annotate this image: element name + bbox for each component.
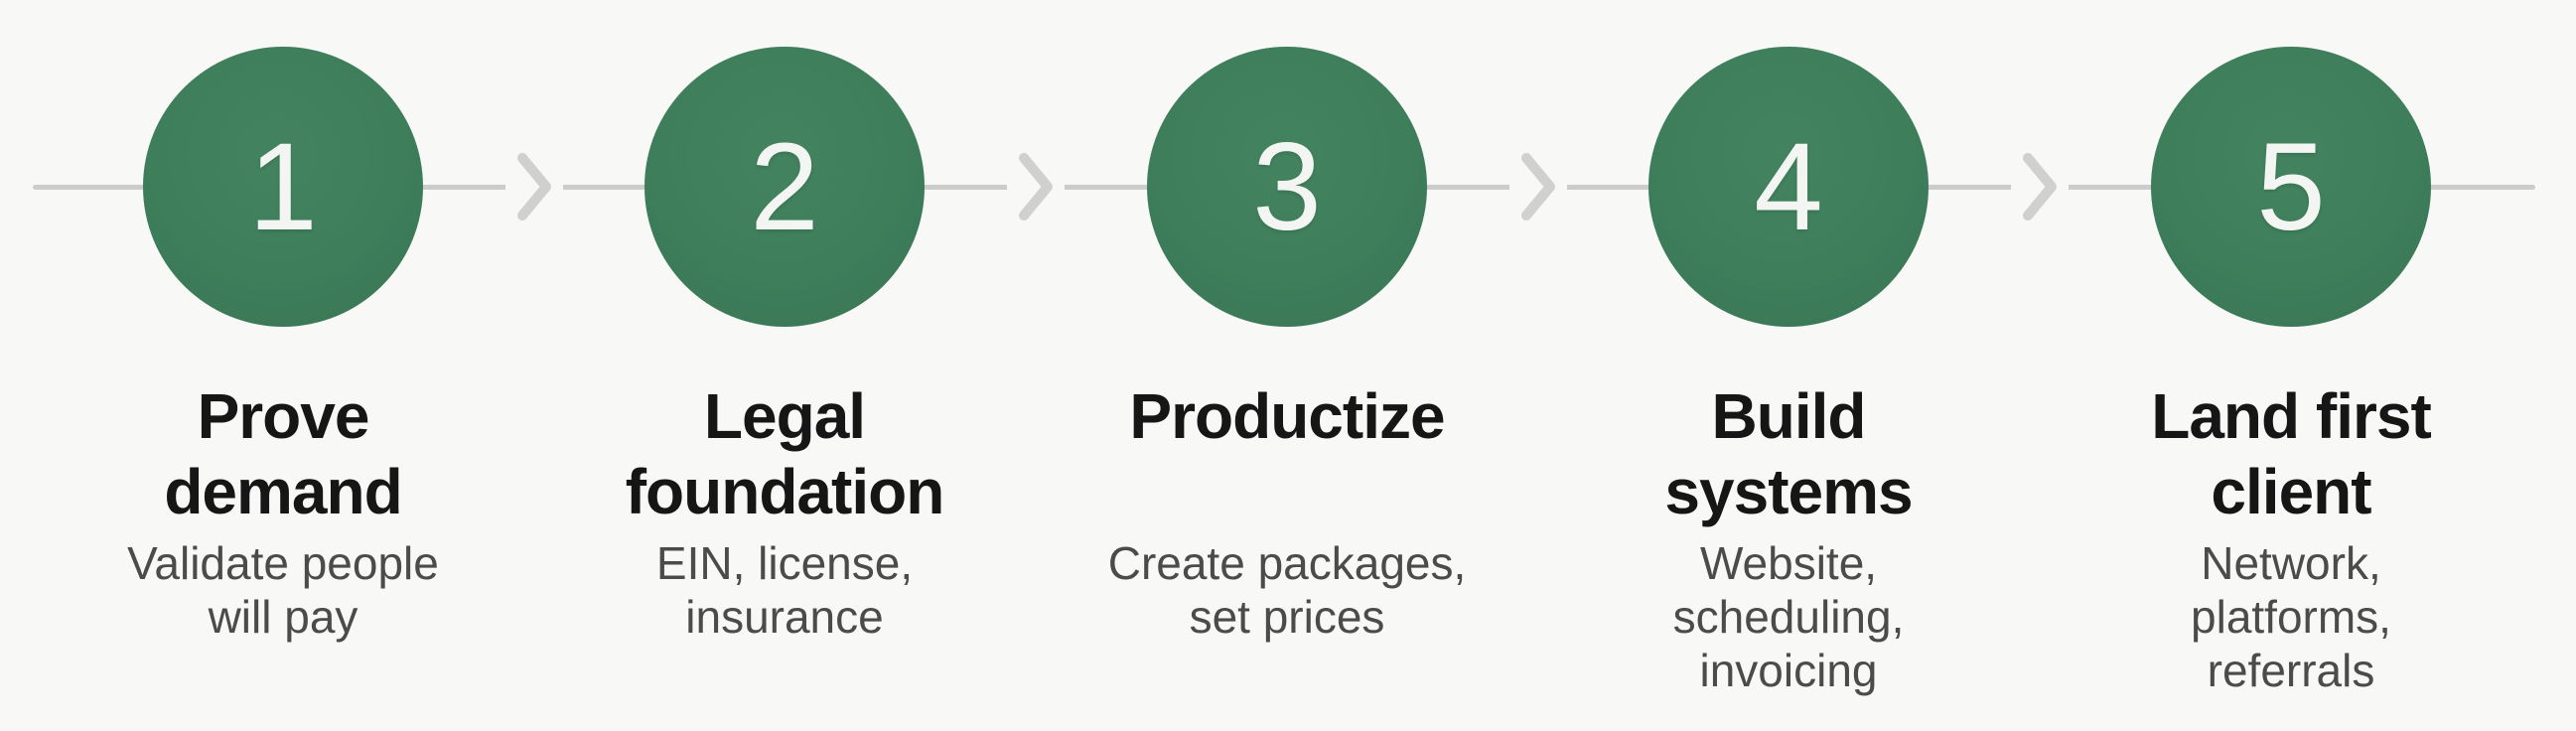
step-5-title: Land first client [2151, 380, 2432, 527]
step-4-circle: 4 [1648, 47, 1929, 327]
step-3-subtitle: Create packages, set prices [1107, 537, 1467, 643]
step-3-number: 3 [1252, 117, 1322, 256]
step-1-number: 1 [248, 117, 318, 256]
chevron-right-icon [505, 137, 563, 236]
step-2: 2 Legal foundation EIN, license, insuran… [566, 0, 1003, 731]
step-1-subtitle: Validate people will pay [127, 537, 439, 643]
step-1: 1 Prove demand Validate people will pay [65, 0, 501, 731]
step-2-circle: 2 [644, 47, 925, 327]
chevron-right-icon [1509, 137, 1567, 236]
step-2-number: 2 [750, 117, 819, 256]
step-4-number: 4 [1754, 117, 1823, 256]
step-2-title: Legal foundation [625, 380, 945, 527]
step-5: 5 Land first client Network, platforms, … [2073, 0, 2509, 731]
step-3: 3 Productize Create packages, set prices [1069, 0, 1505, 731]
step-5-subtitle: Network, platforms, referrals [2191, 537, 2391, 696]
step-5-number: 5 [2256, 117, 2326, 256]
chevron-right-icon [2011, 137, 2069, 236]
step-3-title: Productize [1129, 380, 1445, 452]
step-3-circle: 3 [1147, 47, 1427, 327]
step-4: 4 Build systems Website, scheduling, inv… [1570, 0, 2007, 731]
step-4-title: Build systems [1664, 380, 1913, 527]
chevron-right-icon [1007, 137, 1065, 236]
step-1-title: Prove demand [164, 380, 402, 527]
step-4-subtitle: Website, scheduling, invoicing [1672, 537, 1905, 696]
step-1-circle: 1 [143, 47, 423, 327]
step-2-subtitle: EIN, license, insurance [655, 537, 914, 643]
step-5-circle: 5 [2151, 47, 2431, 327]
